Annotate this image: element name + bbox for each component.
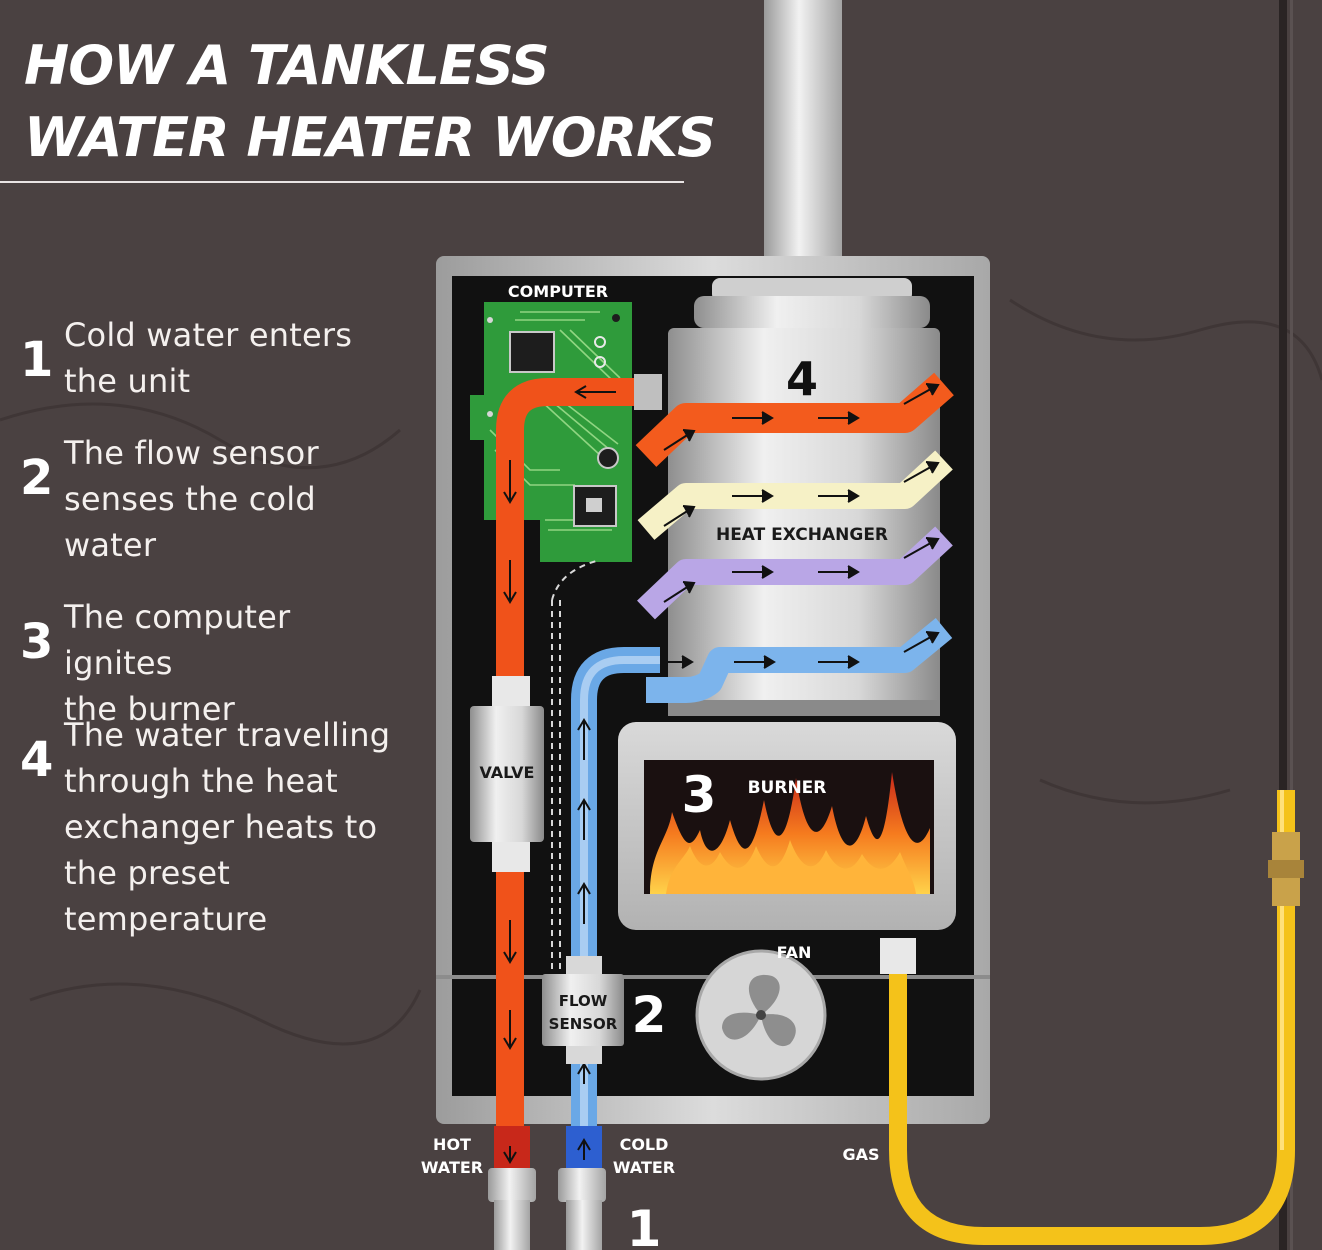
title-line-2: WATER HEATER WORKS [24, 106, 716, 169]
step-text: The water travelling through the heat ex… [64, 716, 391, 938]
hot-outlet [494, 1126, 530, 1170]
burner [618, 722, 956, 930]
pass-warm-water [637, 450, 953, 540]
flow-sensor [542, 956, 624, 1064]
flow-sensor-label-1: FLOW [559, 992, 608, 1010]
fan-label: FAN [777, 943, 812, 962]
step-number: 2 [20, 450, 54, 506]
step-number: 1 [20, 332, 54, 388]
gas-label: GAS [842, 1145, 879, 1164]
cold-water-label-2: WATER [613, 1158, 675, 1177]
pass-hot-water [635, 372, 954, 467]
heat-exchanger-label: HEAT EXCHANGER [716, 525, 888, 545]
gas-pipe [889, 790, 1295, 1245]
title-divider [0, 181, 684, 183]
pass-warming-water [637, 526, 953, 620]
hot-water-pipe [496, 378, 636, 1126]
step-number: 3 [20, 614, 54, 670]
step-2: 2 The flow sensor senses the cold water [16, 430, 396, 594]
step-4: 4 The water travelling through the heat … [16, 712, 396, 952]
cold-water-label-1: COLD [620, 1135, 669, 1154]
step-number: 4 [20, 732, 54, 788]
step-text: The computer ignites the burner [64, 598, 291, 728]
computer-label: COMPUTER [508, 282, 608, 301]
valve [470, 676, 544, 872]
step-3: 3 The computer ignites the burner [16, 594, 396, 728]
fan [695, 949, 827, 1081]
step-1: 1 Cold water enters the unit [16, 312, 396, 430]
flow-sensor-label-2: SENSOR [549, 1015, 618, 1033]
title-line-1: HOW A TANKLESS [24, 34, 550, 97]
gas-valve [1268, 832, 1304, 906]
exhaust-pipe [764, 0, 842, 262]
burner-label: BURNER [748, 778, 827, 798]
step-text: Cold water enters the unit [64, 316, 353, 400]
steps-list: 1 Cold water enters the unit 2 The flow … [16, 312, 396, 952]
valve-label: VALVE [480, 763, 535, 782]
hot-water-label-1: HOT [433, 1135, 471, 1154]
pass-cold-water [646, 617, 953, 703]
hot-water-label-2: WATER [421, 1158, 483, 1177]
wall-conduit [1279, 0, 1287, 1250]
marker-heat-exchanger: 4 [786, 352, 818, 406]
step-text: The flow sensor senses the cold water [64, 434, 319, 564]
flow-arrows [650, 383, 940, 669]
marker-cold-water-entry: 1 [627, 1200, 662, 1250]
marker-flow-sensor: 2 [632, 986, 667, 1044]
page-title: HOW A TANKLESS WATER HEATER WORKS [24, 30, 716, 174]
marker-burner: 3 [682, 766, 717, 824]
